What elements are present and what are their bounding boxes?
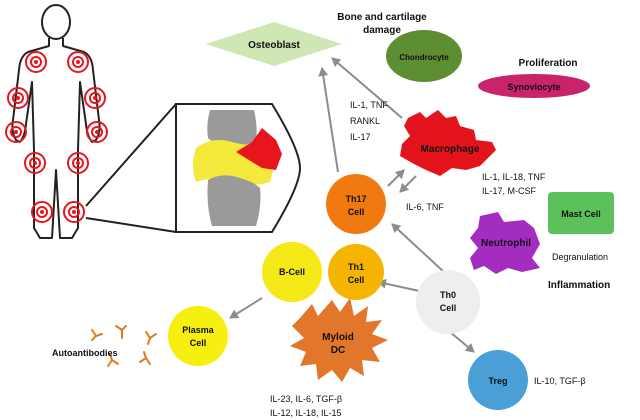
th0-cell-shape [416, 270, 480, 334]
th17-cytokines-line3: IL-17 [350, 132, 371, 142]
myeloid-dc-shape [290, 298, 388, 382]
synoviocyte-node: Synoviocyte [478, 74, 590, 98]
bone-damage-title-line2: damage [363, 25, 401, 36]
dc-cytokines-line2: IL-12, IL-18, IL-15 [270, 408, 342, 418]
inflammation-label: Inflammation [548, 280, 610, 291]
plasma-cell-label-line1: Plasma [182, 325, 215, 335]
il6-tnf-label: IL-6, TNF [406, 202, 444, 212]
myeloid-dc-label-line2: DC [331, 345, 345, 356]
joint-marker-left-shoulder [25, 51, 47, 73]
joint-marker-right-knee [63, 201, 85, 223]
bone-damage-title-line1: Bone and cartilage [337, 12, 427, 23]
arrow-macrophage-to-th17 [399, 175, 417, 193]
arrow-macrophage-to-osteoblast [331, 57, 403, 119]
affected-joint-markers [5, 51, 108, 223]
joint-marker-right-wrist [86, 121, 108, 143]
arrow-bcell-to-plasma [229, 297, 263, 319]
b-cell-shape [262, 242, 322, 302]
macrophage-label: Macrophage [421, 144, 480, 155]
joint-marker-left-elbow [7, 87, 29, 109]
arrow-th0-to-treg [449, 331, 475, 353]
chondrocyte-shape [386, 30, 462, 82]
macrophage-cytokines-line1: IL-1, IL-18, TNF [482, 172, 546, 182]
joint-marker-left-knee [31, 201, 53, 223]
myeloid-dc-node: Myloid DC [290, 298, 388, 382]
synoviocyte-label: Synoviocyte [507, 82, 560, 92]
th1-cell-label-line1: Th1 [348, 262, 364, 272]
chondrocyte-label: Chondrocyte [399, 53, 449, 62]
arrow-th0-to-th17 [391, 223, 445, 273]
th17-cytokines-line2: RANKL [350, 116, 380, 126]
upper-bone [207, 110, 257, 148]
plasma-cell-shape [168, 306, 228, 366]
arrow-th17-to-osteoblast [318, 67, 339, 173]
osteoblast-node: Osteoblast [206, 22, 342, 66]
zoom-lines [85, 103, 177, 233]
th1-cell-node: Th1 Cell [328, 244, 384, 300]
antibody-icon [91, 329, 103, 341]
lower-bone [207, 175, 261, 226]
synoviocyte-shape [478, 74, 590, 98]
osteoblast-label: Osteoblast [248, 40, 300, 51]
th1-cell-label-line2: Cell [348, 275, 365, 285]
arrow-th17-to-macrophage [387, 169, 405, 187]
synovial-inflammation [236, 128, 282, 170]
chondrocyte-node: Chondrocyte [386, 30, 462, 82]
th17-cell-shape [326, 174, 386, 234]
th1-cell-shape [328, 244, 384, 300]
antibody-icon [115, 325, 127, 339]
th17-cell-label-line1: Th17 [345, 194, 366, 204]
mast-cell-node: Mast Cell [548, 192, 614, 234]
antibody-icon [145, 331, 157, 345]
osteoblast-shape [206, 22, 342, 66]
antibody-icons [91, 325, 157, 367]
degranulation-label: Degranulation [552, 252, 608, 262]
joint-marker-right-elbow [84, 87, 106, 109]
treg-node: Treg [468, 350, 528, 410]
b-cell-node: B-Cell [262, 242, 322, 302]
arrows [229, 57, 475, 353]
mast-cell-label: Mast Cell [561, 209, 601, 219]
myeloid-dc-label-line1: Myloid [322, 332, 354, 343]
mast-cell-shape [548, 192, 614, 234]
joint-marker-right-shoulder [67, 51, 89, 73]
autoantibodies-label: Autoantibodies [52, 348, 118, 358]
treg-cytokines-label: IL-10, TGF-β [534, 376, 586, 386]
macrophage-node: Macrophage [400, 110, 496, 176]
plasma-cell-label-line2: Cell [190, 338, 207, 348]
th17-cell-node: Th17 Cell [326, 174, 386, 234]
human-body-outline [11, 4, 101, 239]
th17-cytokines-line1: IL-1, TNF [350, 100, 388, 110]
macrophage-cytokines-line2: IL-17, M-CSF [482, 186, 537, 196]
arrow-th0-to-th1 [377, 278, 425, 293]
macrophage-shape [400, 110, 496, 176]
dc-cytokines-line1: IL-23, IL-6, TGF-β [270, 394, 342, 404]
treg-shape [468, 350, 528, 410]
neutrophil-shape [470, 212, 540, 274]
treg-label: Treg [488, 376, 507, 386]
proliferation-label: Proliferation [519, 58, 578, 69]
th0-cell-label-line1: Th0 [440, 290, 456, 300]
joint-marker-left-hip [24, 152, 46, 174]
neutrophil-label: Neutrophil [481, 238, 531, 249]
th17-cell-label-line2: Cell [348, 207, 365, 217]
joint-marker-left-wrist [5, 121, 27, 143]
neutrophil-node: Neutrophil [470, 212, 540, 274]
joint-inset [175, 103, 302, 233]
antibody-icon [139, 351, 151, 365]
b-cell-label: B-Cell [279, 267, 305, 277]
th0-cell-node: Th0 Cell [416, 270, 480, 334]
antibody-icon [107, 353, 119, 367]
plasma-cell-node: Plasma Cell [168, 306, 228, 366]
joint-marker-right-hip [67, 152, 89, 174]
th0-cell-label-line2: Cell [440, 303, 457, 313]
